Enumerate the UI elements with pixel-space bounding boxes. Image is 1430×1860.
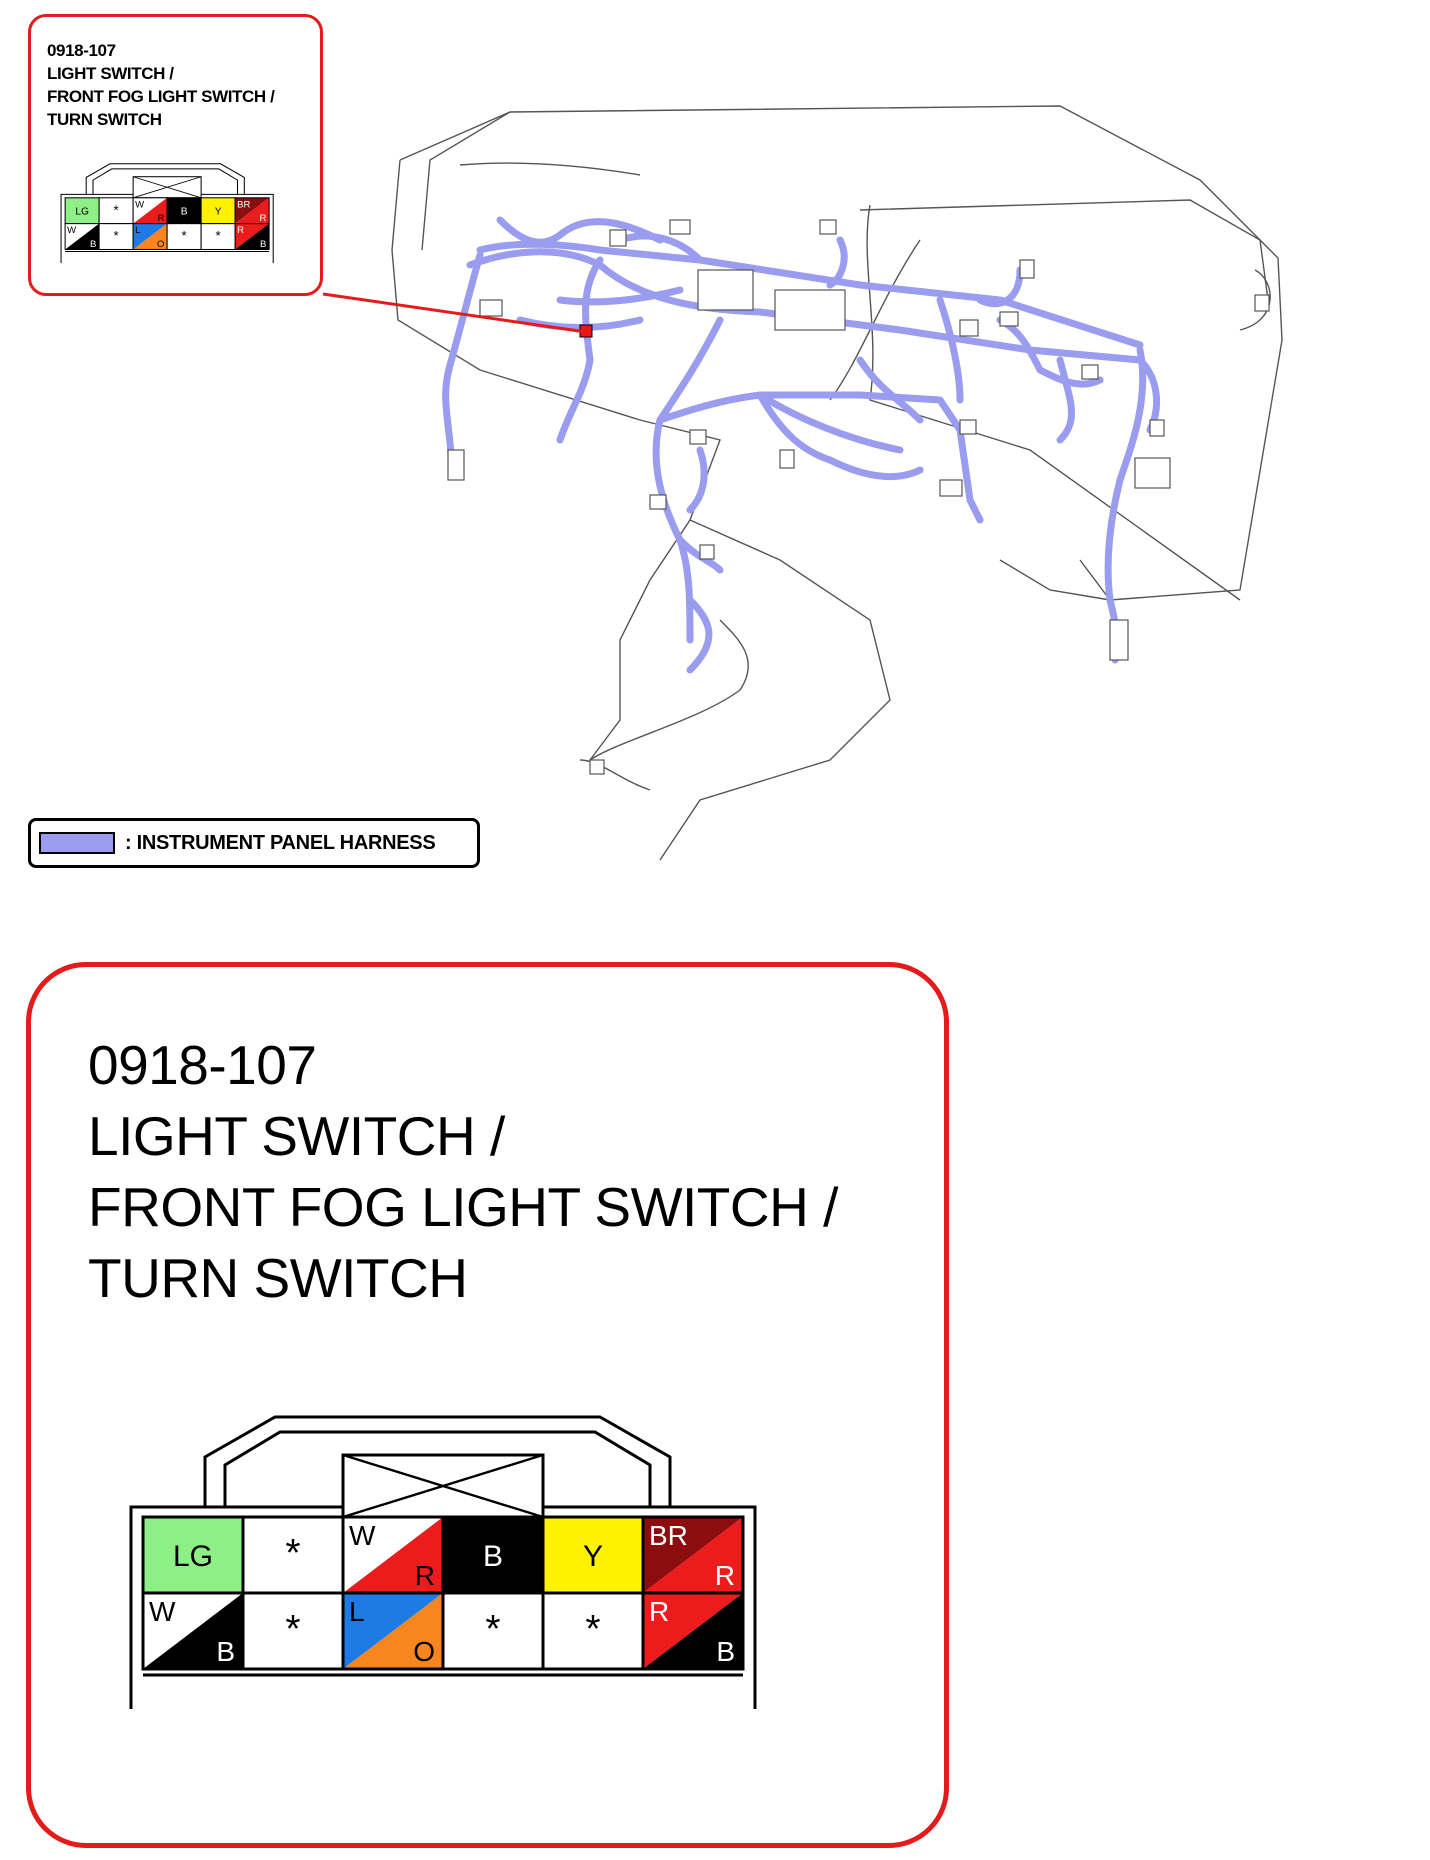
harness-legend-swatch — [39, 832, 115, 854]
pin-cell — [443, 1593, 543, 1669]
pin-cell-bottom-half — [143, 1593, 243, 1669]
pin-cell-bottom-half — [343, 1593, 443, 1669]
pin-cell — [543, 1593, 643, 1669]
pin-cell-top-half — [235, 197, 270, 224]
pin-unused-marker: * — [216, 228, 221, 243]
harness-legend-label: : INSTRUMENT PANEL HARNESS — [125, 832, 436, 854]
callout-large-title: 0918-107 LIGHT SWITCH / FRONT FOG LIGHT … — [88, 1030, 838, 1314]
pin-label-bottom: B — [216, 1636, 235, 1667]
connector-name-line-2: FRONT FOG LIGHT SWITCH / — [47, 87, 275, 106]
pin-label-top: R — [237, 225, 244, 236]
connector-callout-large: 0918-107 LIGHT SWITCH / FRONT FOG LIGHT … — [26, 962, 949, 1848]
pin-cell — [543, 1517, 643, 1593]
pin-label-top: BR — [649, 1520, 688, 1551]
pin-cell-bottom-half — [643, 1517, 743, 1593]
connector-key-cross-b — [342, 1453, 544, 1519]
pin-label-bottom: R — [158, 213, 165, 224]
pin-cell — [201, 223, 236, 250]
pin-label: B — [483, 1540, 503, 1573]
pin-label: Y — [583, 1540, 603, 1573]
pin-label: B — [181, 206, 188, 217]
pin-unused-marker: * — [485, 1608, 500, 1651]
pin-cell — [143, 1517, 243, 1593]
pin-label-top: W — [135, 199, 144, 210]
pin-cell-border — [234, 223, 270, 250]
pin-cell — [243, 1517, 343, 1593]
pin-cell-top-half — [235, 223, 270, 250]
connector-hood-inner — [92, 168, 239, 195]
instrument-panel-harness — [442, 216, 1161, 674]
pin-cell — [167, 197, 202, 224]
callout-leader-line — [322, 292, 587, 334]
pin-unused-marker: * — [285, 1532, 300, 1575]
pin-unused-marker: * — [114, 202, 119, 217]
pin-label-bottom: O — [157, 239, 164, 250]
pin-cell — [99, 197, 134, 224]
pin-label-bottom: R — [415, 1560, 435, 1591]
connector-face-large: LG * W R B Y BR R W B * L O * * R B — [129, 1415, 757, 1709]
pin-label-top: R — [649, 1596, 669, 1627]
pin-label-top: W — [349, 1520, 376, 1551]
connector-hood — [85, 163, 245, 195]
connector-name-large-line-3: TURN SWITCH — [88, 1247, 468, 1309]
pin-cell-border — [641, 1591, 745, 1671]
pin-label-top: L — [349, 1596, 365, 1627]
pin-label-bottom: B — [716, 1636, 735, 1667]
pin-label-bottom: R — [715, 1560, 735, 1591]
connector-name-large-line-2: FRONT FOG LIGHT SWITCH / — [88, 1176, 838, 1238]
connector-name-large-line-1: LIGHT SWITCH / — [88, 1105, 505, 1167]
pin-label-top: BR — [237, 199, 250, 210]
connector-blocks — [447, 219, 1270, 775]
pin-label: LG — [173, 1540, 213, 1573]
pin-unused-marker: * — [114, 228, 119, 243]
pin-unused-marker: * — [585, 1608, 600, 1651]
connector-callout-small: 0918-107 LIGHT SWITCH / FRONT FOG LIGHT … — [28, 14, 323, 296]
harness-legend: : INSTRUMENT PANEL HARNESS — [28, 818, 480, 868]
pin-label-bottom: B — [260, 239, 266, 250]
callout-small-title: 0918-107 LIGHT SWITCH / FRONT FOG LIGHT … — [47, 39, 275, 131]
pin-label-bottom: R — [260, 213, 267, 224]
pin-cell-bottom-half — [643, 1593, 743, 1669]
dashboard-outline — [391, 105, 1283, 861]
connector-code: 0918-107 — [47, 41, 116, 60]
pin-cell-bottom-half — [343, 1517, 443, 1593]
pin-label-top: L — [135, 225, 140, 236]
pin-label-bottom: B — [90, 239, 96, 250]
connector-hood — [203, 1415, 672, 1507]
pin-label-top: W — [67, 225, 76, 236]
connector-hood-inner — [223, 1430, 652, 1507]
pin-cell-top-half — [65, 223, 100, 250]
pin-cell-bottom-half — [133, 197, 168, 224]
pin-label-bottom: O — [413, 1636, 435, 1667]
pin-cell — [243, 1593, 343, 1669]
pin-label: Y — [215, 206, 222, 217]
pin-cell — [201, 197, 236, 224]
pin-label: LG — [75, 206, 89, 217]
pin-unused-marker: * — [182, 228, 187, 243]
connector-code-large: 0918-107 — [88, 1034, 317, 1096]
connector-key-cross-b — [132, 176, 202, 199]
connector-name-line-1: LIGHT SWITCH / — [47, 64, 174, 83]
pin-cell — [99, 223, 134, 250]
pin-cell — [443, 1517, 543, 1593]
pin-cell — [167, 223, 202, 250]
pin-unused-marker: * — [285, 1608, 300, 1651]
pin-label-top: W — [149, 1596, 176, 1627]
connector-face-small: LG * W R B Y BR R W B * L O * * R B — [60, 163, 274, 264]
pin-cell — [65, 197, 100, 224]
pin-cell-bottom-half — [133, 223, 168, 250]
connector-name-line-3: TURN SWITCH — [47, 110, 162, 129]
